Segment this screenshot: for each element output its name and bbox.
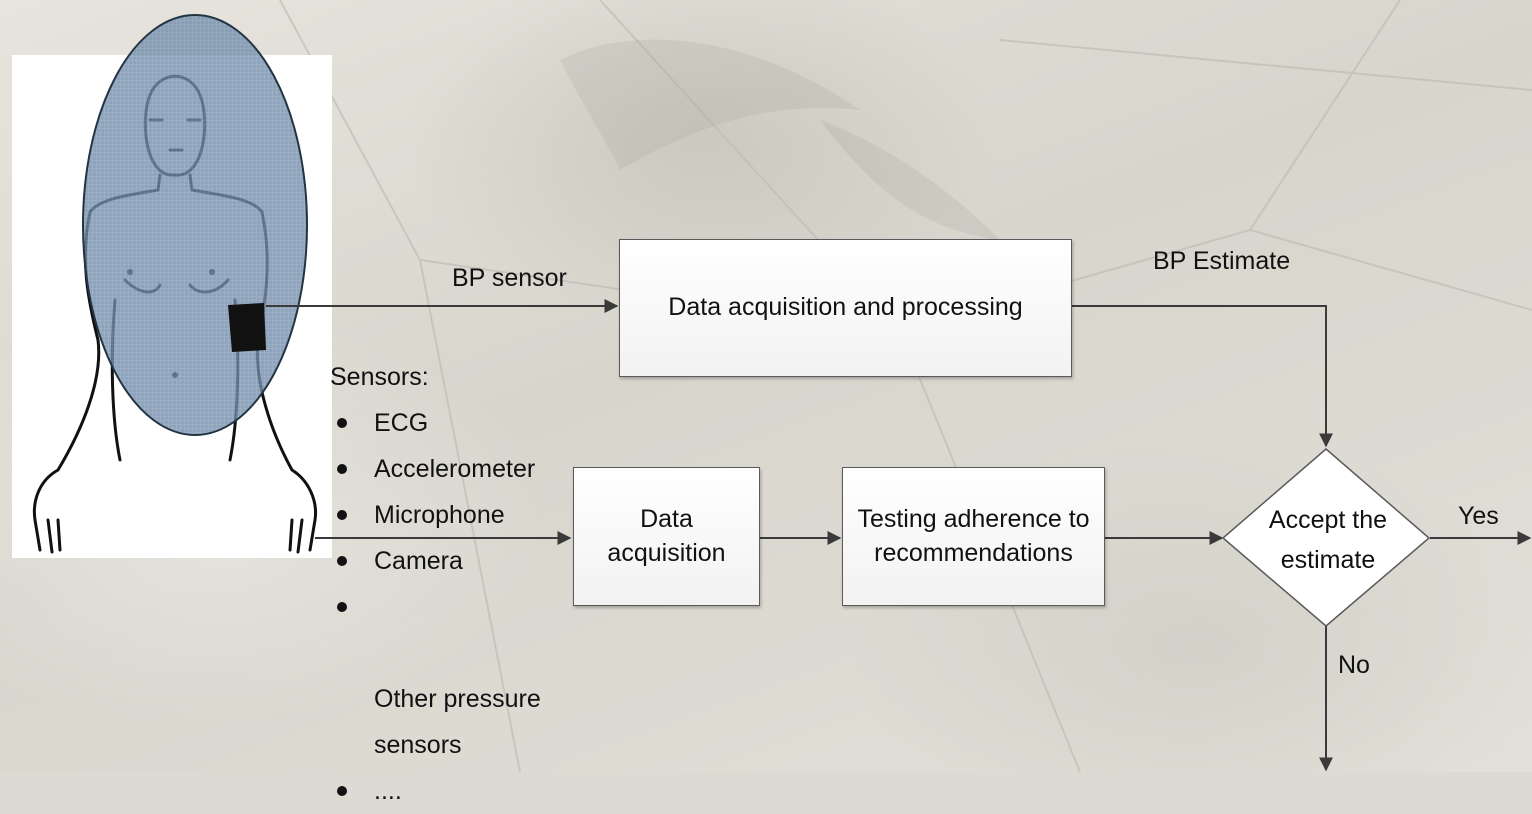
bullet-icon bbox=[337, 510, 347, 520]
sensor-item-label: Other pressure sensors bbox=[374, 685, 541, 759]
bullet-icon bbox=[337, 418, 347, 428]
decision-diamond bbox=[1221, 448, 1431, 627]
bullet-icon bbox=[337, 602, 347, 612]
sensor-item-microphone: Microphone bbox=[330, 492, 541, 538]
testing-adherence-box: Testing adherence to recommendations bbox=[842, 467, 1105, 606]
sensor-item-other-pressure: Other pressure sensors bbox=[330, 584, 541, 768]
estimate-to-decision-connector bbox=[1072, 305, 1333, 448]
sensor-item-label: .... bbox=[374, 777, 402, 805]
sensor-list-heading: Sensors: bbox=[330, 363, 429, 391]
bullet-icon bbox=[337, 786, 347, 796]
data-acquisition-box: Data acquisition bbox=[573, 467, 760, 606]
sensor-item-camera: Camera bbox=[330, 538, 541, 584]
sensor-item-ecg: ECG bbox=[330, 400, 541, 446]
sensor-item-label: ECG bbox=[374, 409, 429, 437]
sensor-item-label: Camera bbox=[374, 547, 463, 575]
data-acquisition-processing-box: Data acquisition and processing bbox=[619, 239, 1072, 377]
sensor-list: Sensors: ECG Accelerometer Microphone Ca… bbox=[330, 354, 541, 814]
sensor-item-more: .... bbox=[330, 768, 541, 814]
bullet-icon bbox=[337, 464, 347, 474]
bullet-icon bbox=[337, 556, 347, 566]
sensor-item-accelerometer: Accelerometer bbox=[330, 446, 541, 492]
sensor-item-label: Microphone bbox=[374, 501, 505, 529]
human-figure-with-cuff-icon bbox=[32, 14, 318, 554]
flow-diagram bbox=[32, 14, 1532, 772]
no-label: No bbox=[1338, 651, 1370, 679]
bp-sensor-label: BP sensor bbox=[452, 264, 567, 292]
yes-label: Yes bbox=[1458, 502, 1499, 530]
sensor-item-label: Accelerometer bbox=[374, 455, 536, 483]
decision-label: Accept the estimate bbox=[1268, 506, 1388, 574]
bp-estimate-label: BP Estimate bbox=[1153, 247, 1291, 275]
